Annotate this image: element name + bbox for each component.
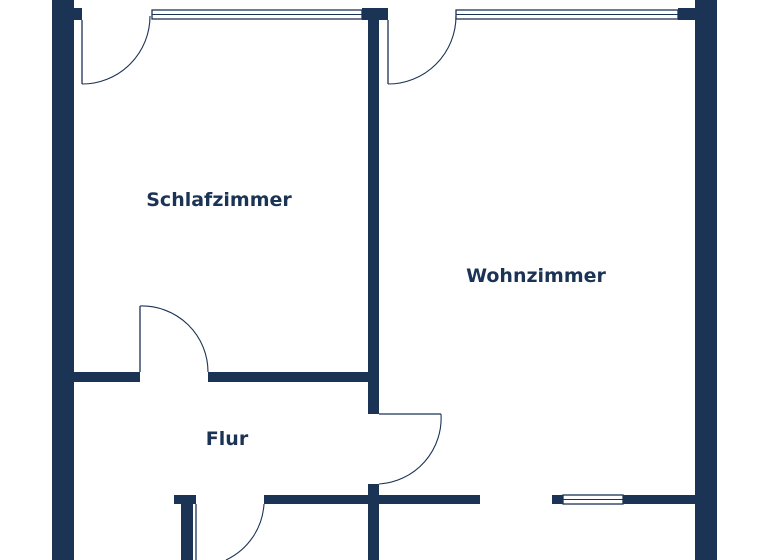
door-bedroom-hall [139, 305, 209, 373]
outer-wall-top-left-stub [52, 8, 82, 20]
wall-bedroom-living [368, 8, 379, 414]
room-label-schlafzimmer: Schlafzimmer [146, 189, 292, 211]
wall-bedroom-hall-left [74, 372, 140, 382]
outer-walls [52, 0, 717, 560]
outer-wall-top-right-stub [678, 8, 717, 20]
door-living-top [387, 15, 457, 85]
wall-bottom-right [620, 495, 717, 504]
outer-wall-left [52, 0, 74, 560]
interior-walls [74, 8, 717, 560]
door-bedroom-hall-swing [139, 305, 209, 373]
door-living-top-swing [387, 15, 457, 85]
door-bedroom-top [81, 15, 151, 85]
window-bottom [562, 494, 624, 505]
window-bedroom [151, 9, 363, 20]
wall-bottom-left-post [181, 495, 193, 560]
door-hall-living [378, 413, 442, 485]
wall-bottom-middle [264, 495, 480, 504]
wall-hall-living [368, 484, 379, 560]
door-hall-living-swing [378, 413, 442, 485]
door-bedroom-top-swing [81, 15, 151, 85]
outer-wall-right [695, 0, 717, 560]
wall-bedroom-hall-right [208, 372, 379, 382]
window-living [455, 9, 679, 20]
door-hall-bottom-swing [225, 503, 265, 560]
room-label-flur: Flur [206, 428, 249, 450]
room-label-wohnzimmer: Wohnzimmer [466, 265, 606, 287]
door-hall-bottom [195, 503, 265, 560]
wall-bottom-right-stub [552, 495, 566, 504]
